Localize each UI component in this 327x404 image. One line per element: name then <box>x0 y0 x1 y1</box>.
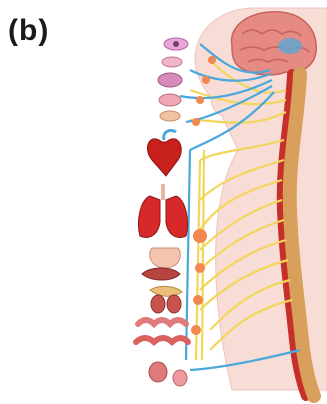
pancreas-icon <box>150 286 182 296</box>
gland-icon <box>159 94 181 121</box>
stomach-icon <box>150 248 181 268</box>
gland-icon <box>162 57 182 67</box>
organ-column <box>136 38 188 386</box>
bladder-icon <box>149 362 167 382</box>
liver-icon <box>142 268 180 280</box>
nasal-icon <box>158 73 182 87</box>
eye-icon <box>164 38 188 50</box>
kidney-icon <box>151 295 181 313</box>
genitals-icon <box>173 370 187 386</box>
lungs-icon <box>138 184 187 237</box>
intestine-icon <box>136 320 188 342</box>
heart-icon <box>147 130 181 176</box>
brain <box>232 12 317 75</box>
